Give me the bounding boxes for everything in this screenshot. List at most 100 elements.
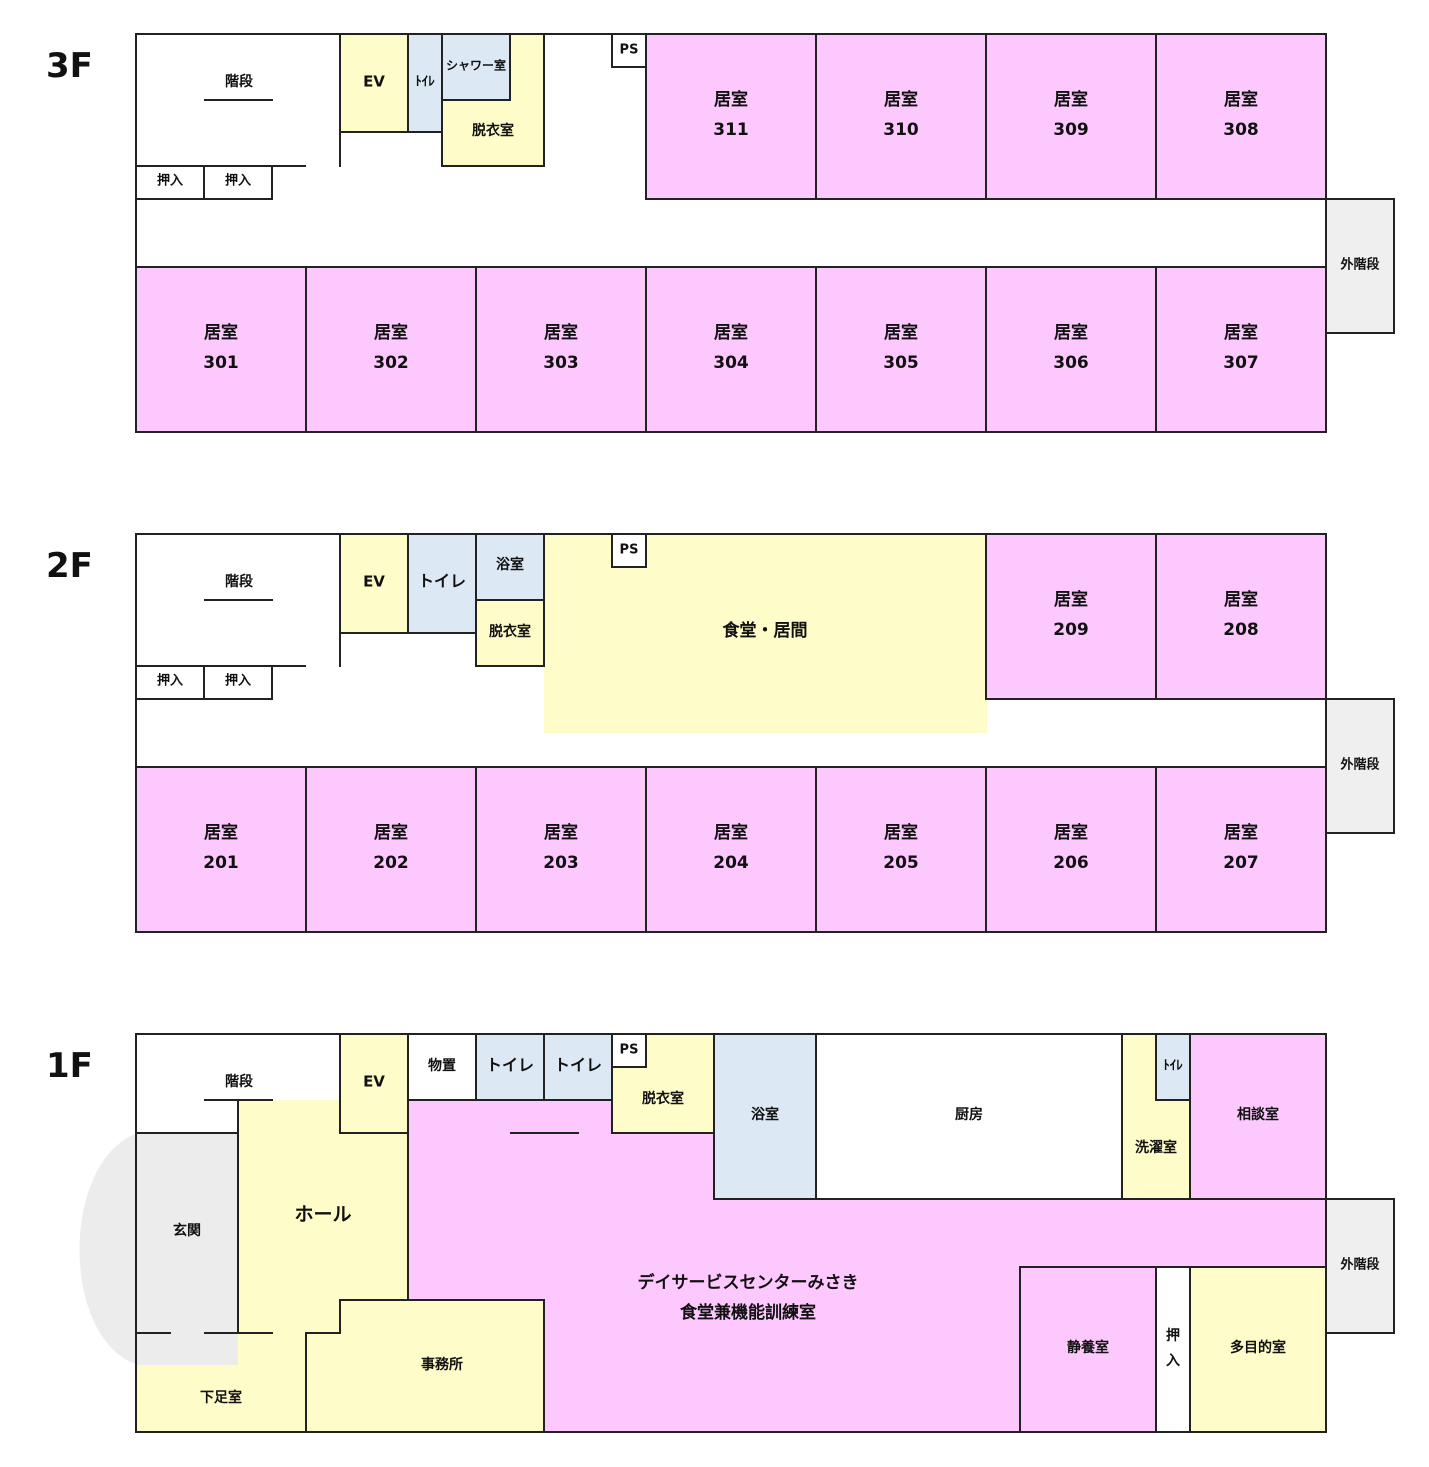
- dressing-label-3f: 脱衣室: [472, 122, 514, 139]
- room-307[interactable]: [1155, 266, 1327, 433]
- room-301[interactable]: [135, 266, 307, 433]
- rest-room-label-1f: 静養室: [1067, 1339, 1109, 1356]
- room-number-307: 307: [1223, 353, 1259, 373]
- ps-label-3f: PS: [620, 43, 639, 58]
- dining-label-2f: 食堂・居間: [723, 620, 808, 641]
- room-name-207: 居室: [1224, 822, 1258, 843]
- room-number-311: 311: [713, 120, 749, 140]
- room-number-309: 309: [1053, 120, 1089, 140]
- shoe-room-1f: [137, 1333, 306, 1431]
- room-number-202: 202: [373, 853, 409, 873]
- floor-1f: 1F: [46, 1033, 1395, 1433]
- room-202[interactable]: [305, 766, 477, 933]
- dressing-label-1f: 脱衣室: [642, 1090, 684, 1107]
- toilet-small-label-1f: ﾄｲﾚ: [1163, 1059, 1183, 1074]
- room-name-209: 居室: [1054, 589, 1088, 610]
- room-name-304: 居室: [714, 322, 748, 343]
- room-203[interactable]: [475, 766, 647, 933]
- hall-label-1f: ホール: [294, 1204, 351, 1226]
- room-209[interactable]: [985, 533, 1157, 700]
- room-205[interactable]: [815, 766, 987, 933]
- room-name-206: 居室: [1054, 822, 1088, 843]
- room-number-207: 207: [1223, 853, 1259, 873]
- dressing-label-2f: 脱衣室: [489, 623, 531, 640]
- ev-label-2f: EV: [363, 573, 385, 591]
- room-208[interactable]: [1155, 533, 1327, 700]
- room-306[interactable]: [985, 266, 1157, 433]
- room-206[interactable]: [985, 766, 1157, 933]
- shoe-room-label-1f: 下足室: [200, 1389, 242, 1406]
- room-name-305: 居室: [884, 322, 918, 343]
- room-302[interactable]: [305, 266, 477, 433]
- outer-stairs-2f: [1325, 698, 1395, 834]
- ev-label-3f: EV: [363, 73, 385, 91]
- room-name-308: 居室: [1224, 89, 1258, 110]
- room-name-303: 居室: [544, 322, 578, 343]
- outer-stairs-3f: [1325, 198, 1395, 334]
- room-number-308: 308: [1223, 120, 1259, 140]
- room-name-204: 居室: [714, 822, 748, 843]
- room-number-205: 205: [883, 853, 919, 873]
- laundry-label-1f: 洗濯室: [1135, 1139, 1177, 1156]
- room-name-208: 居室: [1224, 589, 1258, 610]
- room-310[interactable]: [815, 33, 987, 200]
- ps-label-2f: PS: [620, 543, 639, 558]
- outer-stairs-label-1f: 外階段: [1339, 1257, 1379, 1273]
- ev-1f: [339, 1033, 409, 1134]
- storage-label-1f: 物置: [428, 1057, 456, 1074]
- room-number-302: 302: [373, 353, 409, 373]
- toilet-label-2f: トイレ: [418, 572, 466, 591]
- consult-room-1f: [1189, 1033, 1327, 1200]
- multipurpose-room-1f: [1189, 1266, 1327, 1433]
- closet-label-3f-2: 押入: [225, 173, 251, 189]
- room-number-204: 204: [713, 853, 749, 873]
- room-311[interactable]: [645, 33, 817, 200]
- room-name-203: 居室: [544, 822, 578, 843]
- bath-label-1f: 浴室: [751, 1106, 779, 1123]
- room-308[interactable]: [1155, 33, 1327, 200]
- multipurpose-label-1f: 多目的室: [1230, 1339, 1286, 1356]
- closet-1f: [1155, 1266, 1191, 1433]
- floor-label-2f: 2F: [46, 546, 93, 586]
- stairs-label-2f: 階段: [225, 573, 253, 590]
- rest-room-1f: [1019, 1266, 1157, 1433]
- day-service-label-2: 食堂兼機能訓練室: [680, 1302, 816, 1323]
- room-number-209: 209: [1053, 620, 1089, 640]
- closet-label-3f-1: 押入: [157, 173, 183, 189]
- hall-1f: [238, 1100, 408, 1333]
- entrance-label-1f: 玄関: [173, 1222, 201, 1239]
- room-number-203: 203: [543, 853, 579, 873]
- room-name-302: 居室: [374, 322, 408, 343]
- room-305[interactable]: [815, 266, 987, 433]
- toilet-label-1f-2: トイレ: [554, 1056, 602, 1075]
- room-309[interactable]: [985, 33, 1157, 200]
- office-label-1f: 事務所: [421, 1356, 463, 1373]
- room-303[interactable]: [475, 266, 647, 433]
- room-number-206: 206: [1053, 853, 1089, 873]
- ps-3f: [611, 33, 647, 68]
- room-207[interactable]: [1155, 766, 1327, 933]
- room-number-208: 208: [1223, 620, 1259, 640]
- room-204[interactable]: [645, 766, 817, 933]
- room-name-310: 居室: [884, 89, 918, 110]
- room-name-309: 居室: [1054, 89, 1088, 110]
- toilet-2f: [407, 533, 477, 634]
- room-name-202: 居室: [374, 822, 408, 843]
- closet-3f-1: [135, 165, 205, 200]
- room-name-311: 居室: [714, 89, 748, 110]
- entrance-1f: [137, 1133, 238, 1365]
- bath-label-2f: 浴室: [496, 556, 524, 573]
- floor-2f: 2F 階段 EV トイレ 浴室 脱衣室 PS 食堂・居間: [46, 533, 1395, 933]
- room-304[interactable]: [645, 266, 817, 433]
- stairs-label-1f: 階段: [225, 1073, 253, 1090]
- ev-label-1f: EV: [363, 1073, 385, 1091]
- room-name-307: 居室: [1224, 322, 1258, 343]
- room-number-305: 305: [883, 353, 919, 373]
- room-name-301: 居室: [204, 322, 238, 343]
- room-201[interactable]: [135, 766, 307, 933]
- room-name-306: 居室: [1054, 322, 1088, 343]
- day-service-label-1: デイサービスセンターみさき: [638, 1272, 859, 1293]
- closet-3f-2: [203, 165, 273, 200]
- closet-2f-2: [203, 665, 273, 700]
